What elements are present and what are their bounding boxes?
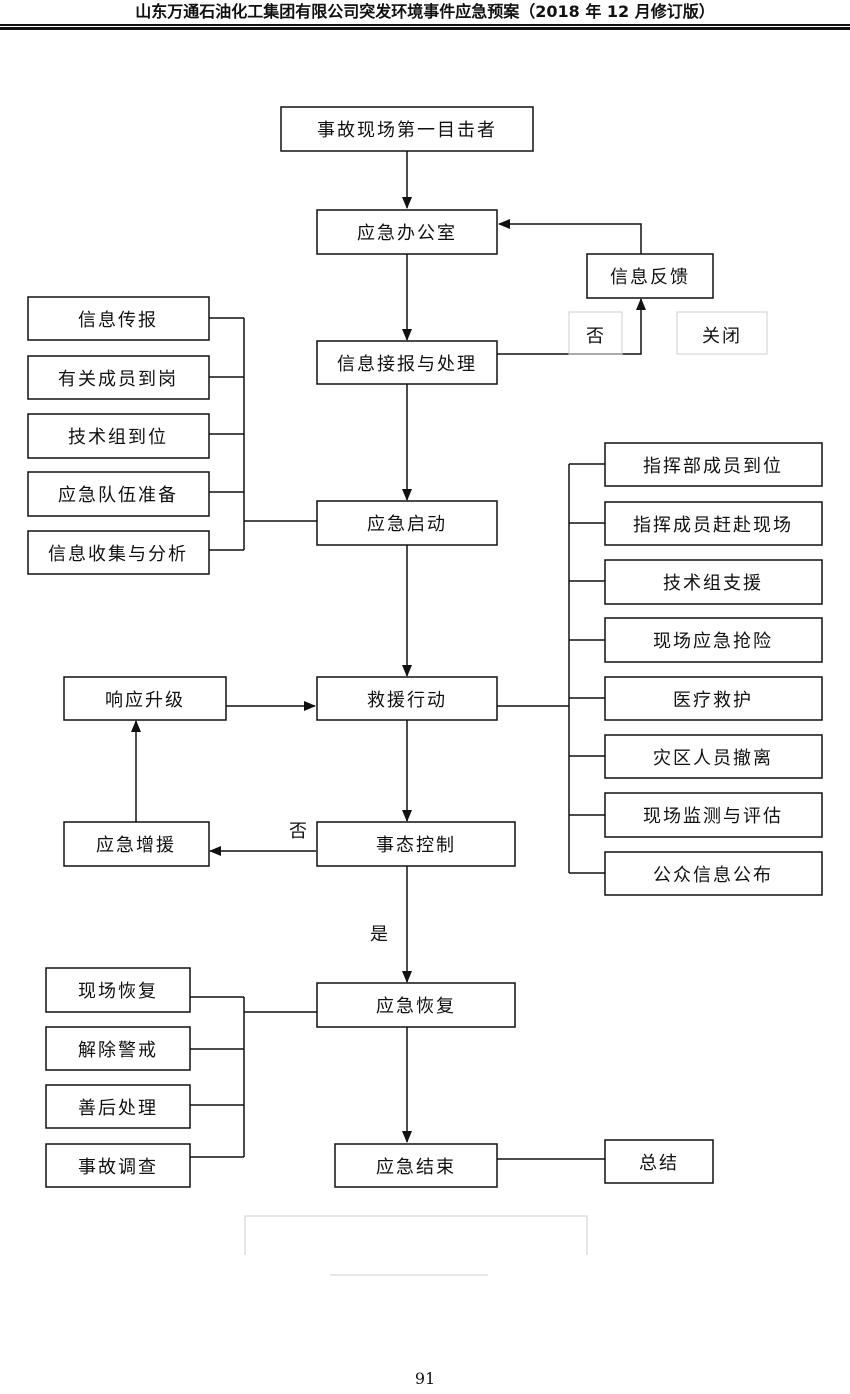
recovery-item-box [45,1026,191,1071]
action-item-label: 公众信息公布 [653,865,773,886]
node-feedback-label: 信息反馈 [610,267,690,288]
action-item-label: 医疗救护 [673,690,753,711]
node-recovery-label: 应急恢复 [376,996,456,1017]
node-reinforce-label: 应急增援 [96,835,176,856]
recovery-item-label: 善后处理 [78,1098,158,1119]
node-start-box [316,500,498,546]
node-witness-box [280,106,534,152]
arrow-feedback-to-office [498,219,642,254]
action-item-label: 指挥成员赶赴现场 [633,515,793,536]
action-item-label: 指挥部成员到位 [643,456,783,477]
label-close: 关闭 [702,326,742,347]
action-item-box [604,851,823,896]
node-end-box [334,1143,498,1188]
recovery-item-label: 现场恢复 [78,981,158,1002]
node-end-label: 应急结束 [376,1157,456,1178]
action-item-label: 灾区人员撤离 [653,748,773,769]
recovery-item-box [45,1084,191,1129]
ghost-frame-bottom [244,1215,588,1255]
prep-item-label: 信息收集与分析 [48,544,188,565]
node-feedback-box [586,253,714,299]
node-rescue-box [316,676,498,721]
node-report-box [316,340,498,385]
action-item-box [604,501,823,546]
prep-item-box [27,355,210,400]
node-recovery-box [316,982,516,1028]
label-no-control: 否 [289,821,309,842]
node-control-box [316,821,516,867]
page-header-title: 山东万通石油化工集团有限公司突发环境事件应急预案（2018 年 12 月修订版） [135,2,715,21]
node-upgrade-box [63,676,227,721]
node-start-label: 应急启动 [367,514,447,535]
prep-item-label: 信息传报 [78,310,158,331]
prep-item-box [27,296,210,341]
prep-item-label: 有关成员到岗 [58,369,178,390]
action-item-box [604,442,823,487]
prep-item-label: 应急队伍准备 [58,485,178,506]
page-number: 91 [414,1369,436,1388]
node-control-label: 事态控制 [376,835,456,856]
ghost-box-no [568,311,623,355]
action-item-box [604,617,823,663]
node-reinforce-box [63,821,210,867]
node-office-label: 应急办公室 [357,223,457,244]
action-item-label: 技术组支援 [663,573,763,594]
action-item-box [604,676,823,721]
prep-item-box [27,530,210,575]
node-rescue-label: 救援行动 [367,690,447,711]
ghost-box-close [676,311,768,355]
arrow-report-to-feedback [497,298,646,355]
action-item-box [604,792,823,838]
node-office-box [316,209,498,255]
prep-item-box [27,471,210,517]
recovery-item-box [45,967,191,1013]
node-witness-label: 事故现场第一目击者 [317,120,497,141]
recovery-item-label: 事故调查 [78,1157,158,1178]
recovery-item-label: 解除警戒 [78,1040,158,1061]
prep-item-box [27,413,210,459]
header-rule-thin [0,24,850,26]
node-summary-box [604,1139,714,1184]
node-summary-label: 总结 [639,1153,679,1174]
action-item-box [604,734,823,779]
action-item-label: 现场监测与评估 [643,806,783,827]
prep-item-label: 技术组到位 [68,427,168,448]
recovery-item-box [45,1143,191,1188]
label-yes: 是 [370,924,390,945]
label-no-report: 否 [586,326,606,347]
node-upgrade-label: 响应升级 [105,690,185,711]
header-rule-thick [0,27,850,30]
node-report-label: 信息接报与处理 [337,354,477,375]
action-item-label: 现场应急抢险 [653,631,773,652]
connectors [131,151,646,1160]
action-item-box [604,559,823,605]
